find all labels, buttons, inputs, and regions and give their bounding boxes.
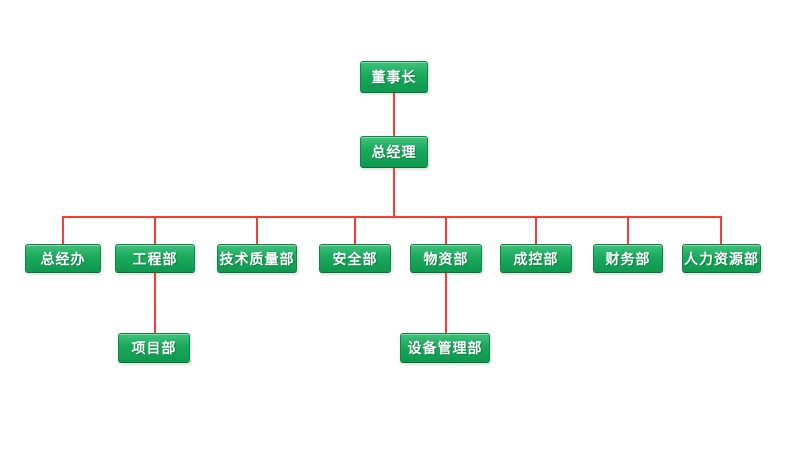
org-node-general-office: 总经办	[25, 244, 101, 273]
connector-engineering-project	[154, 273, 156, 333]
org-node-general-manager: 总经理	[360, 136, 428, 168]
connector-drop-gongchengbu	[154, 216, 156, 244]
org-node-hr-dept: 人力资源部	[682, 244, 761, 273]
org-node-finance-dept: 财务部	[593, 244, 663, 273]
connector-drop-chengkongbu	[535, 216, 537, 244]
org-node-cost-control-dept: 成控部	[500, 244, 572, 273]
org-node-engineering-dept: 工程部	[115, 244, 195, 273]
connector-gm-bus	[393, 168, 395, 217]
connector-drop-wuzibu	[445, 216, 447, 244]
org-node-safety-dept: 安全部	[319, 244, 391, 273]
connector-drop-caiwubu	[627, 216, 629, 244]
org-node-project-dept: 项目部	[118, 333, 190, 363]
connector-drop-anquanbu	[354, 216, 356, 244]
connector-drop-jishuzhiliang	[256, 216, 258, 244]
connector-bus	[62, 216, 721, 218]
connector-drop-zongjingban	[62, 216, 64, 244]
org-node-materials-dept: 物资部	[410, 244, 482, 273]
connector-materials-equipment	[445, 273, 447, 333]
org-node-tech-quality-dept: 技术质量部	[217, 244, 297, 273]
connector-chairman-gm	[393, 93, 395, 136]
org-node-equipment-mgmt-dept: 设备管理部	[400, 333, 490, 363]
connector-drop-renliziyuan	[720, 216, 722, 244]
org-node-chairman: 董事长	[360, 61, 428, 93]
